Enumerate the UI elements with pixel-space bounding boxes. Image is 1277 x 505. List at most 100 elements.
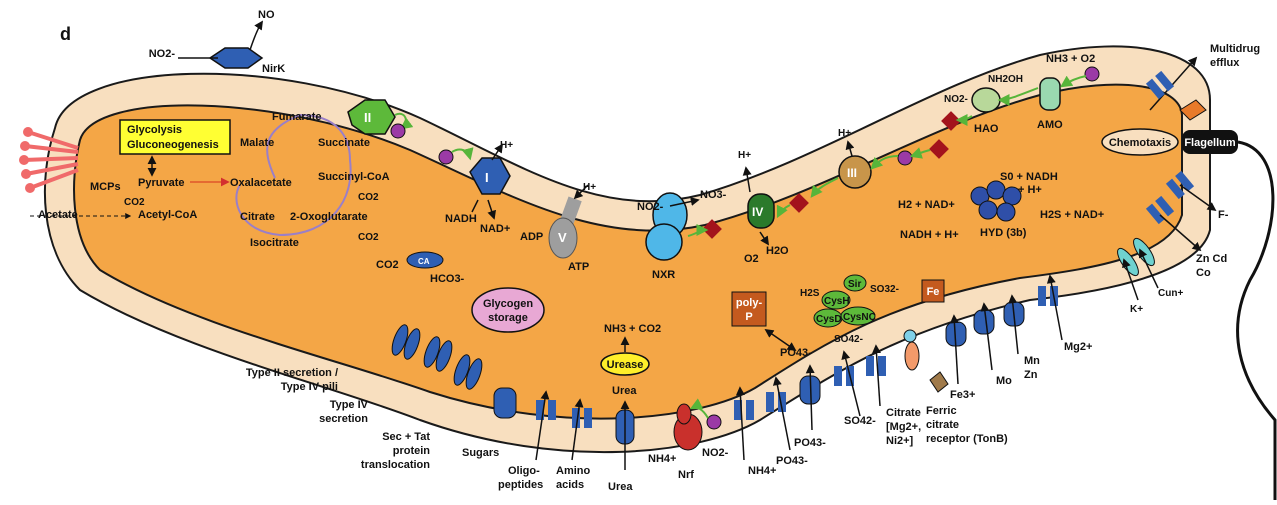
hyd-nadh-label: NADH + H+ [900, 229, 959, 241]
isocitrate-label: Isocitrate [250, 237, 299, 249]
multidrug-label: Multidrug [1210, 43, 1260, 55]
co2-pyruvate-label: CO2 [124, 197, 145, 208]
glycogen-storage: Glycogen storage [472, 288, 544, 332]
mg-label: Mg2+ [1064, 341, 1092, 353]
sulfur-so4-label: SO42- [834, 334, 863, 345]
oxalacetate-label: Oxalacetate [230, 177, 292, 189]
mcps-label: MCPs [90, 181, 121, 193]
ca-label: CA [418, 257, 430, 266]
hyd-hplus-label: + H+ [1018, 184, 1042, 196]
o2-label: O2 [744, 253, 759, 265]
succinate-label: Succinate [318, 137, 370, 149]
fe-label: Fe [927, 286, 940, 298]
ferric-label-3: receptor (TonB) [926, 433, 1008, 445]
nxr-label: NXR [652, 269, 675, 281]
gluconeogenesis-label: Gluconeogenesis [127, 139, 219, 151]
zn-cd-label: Zn Cd [1196, 253, 1227, 265]
complex-iv-label: IV [752, 205, 763, 219]
flagellum-label: Flagellum [1184, 137, 1236, 149]
nirk-no2-label: NO2- [149, 48, 176, 60]
ferric-label-1: Ferric [926, 405, 957, 417]
cysnc-label: CysNC [843, 312, 876, 323]
sir-label: Sir [848, 279, 861, 290]
mg-ni-label: [Mg2+, [886, 421, 921, 433]
nrf-no2-label: NO2- [702, 447, 729, 459]
atp-hplus-label: H+ [583, 182, 596, 193]
glycolysis-label: Glycolysis [127, 124, 182, 136]
f-minus-label: F- [1218, 209, 1229, 221]
type4-secretion-label-1: Type IV [330, 399, 369, 411]
polyp-label-1: poly- [736, 297, 763, 309]
complex-iii-label: III [847, 166, 857, 180]
ni-label: Ni2+] [886, 435, 914, 447]
storage-label: storage [488, 312, 528, 324]
hyd-h2s-label: H2S + NAD+ [1040, 209, 1104, 221]
type4-pili-label: Type IV pili [281, 381, 338, 393]
sugars-label: Sugars [462, 447, 499, 459]
sulfur-so3-label: SO32- [870, 284, 899, 295]
cysd-label: CysD [816, 314, 842, 325]
polyp-label-2: P [745, 311, 752, 323]
mo-label: Mo [996, 375, 1012, 387]
sectat-label-3: translocation [361, 459, 430, 471]
complex-ii-label: II [364, 110, 371, 125]
ca-hco3-label: HCO3- [430, 273, 465, 285]
urease-nh3-label: NH3 + CO2 [604, 323, 661, 335]
nirk-label: NirK [262, 63, 285, 75]
atp-label: ATP [568, 261, 589, 273]
nh4-transport-label: NH4+ [748, 465, 776, 477]
nxr-no3-label: NO3- [700, 189, 727, 201]
ca-co2-label: CO2 [376, 259, 399, 271]
nadh-label: NADH [445, 213, 477, 225]
pyruvate-label: Pyruvate [138, 177, 184, 189]
efflux-label: efflux [1210, 57, 1240, 69]
nad-label: NAD+ [480, 223, 510, 235]
hyd-h2-label: H2 + NAD+ [898, 199, 955, 211]
nirk-enzyme: NO2- NO NirK [149, 9, 286, 75]
k-label: K+ [1130, 304, 1143, 315]
urease-label: Urease [607, 359, 644, 371]
mn-label: Mn [1024, 355, 1040, 367]
type4-secretion-label-2: secretion [319, 413, 368, 425]
hao-label: HAO [974, 123, 999, 135]
urease-urea-label: Urea [612, 385, 637, 397]
ferric-label-2: citrate [926, 419, 959, 431]
hao-no2-label: NO2- [944, 94, 968, 105]
atp-synthase-label: V [558, 230, 567, 245]
hao-nh2oh-label: NH2OH [988, 74, 1023, 85]
oligo-label-1: Oligo- [508, 465, 540, 477]
acetyl-coa-label: Acetyl-CoA [138, 209, 197, 221]
hyd-s0-label: S0 + NADH [1000, 171, 1058, 183]
fe-storage: Fe [922, 280, 944, 302]
nrf-nh4-label: NH4+ [648, 453, 676, 465]
amo-label: AMO [1037, 119, 1063, 131]
urea-transport-label: Urea [608, 481, 633, 493]
sulfur-h2s-label: H2S [800, 288, 820, 299]
po4-label-b: PO43- [794, 437, 826, 449]
hyd-label: HYD (3b) [980, 227, 1027, 239]
fumarate-label: Fumarate [272, 111, 322, 123]
co2-isocitrate-label: CO2 [358, 232, 379, 243]
malate-label: Malate [240, 137, 274, 149]
cysh-label: CysH [824, 296, 850, 307]
citrate-transport-label: Citrate [886, 407, 921, 419]
co-label: Co [1196, 267, 1211, 279]
amino-label-2: acids [556, 479, 584, 491]
sectat-label-1: Sec + Tat [382, 431, 430, 443]
citrate-label: Citrate [240, 211, 275, 223]
nrf-label: Nrf [678, 469, 694, 481]
oligo-label-2: peptides [498, 479, 543, 491]
chemotaxis-label: Chemotaxis [1109, 137, 1171, 149]
nxr-no2-label: NO2- [637, 201, 664, 213]
fe3-label: Fe3+ [950, 389, 975, 401]
complex-iii-hplus: H+ [838, 128, 851, 139]
complex-i-hplus: H+ [500, 140, 513, 151]
so4-transport-label: SO42- [844, 415, 876, 427]
h2o-label: H2O [766, 245, 789, 257]
complex-iv-hplus: H+ [738, 150, 751, 161]
succinyl-coa-label: Succinyl-CoA [318, 171, 390, 183]
zn-label: Zn [1024, 369, 1038, 381]
amo-nh3-label: NH3 + O2 [1046, 53, 1095, 65]
complex-i-label: I [485, 170, 489, 185]
